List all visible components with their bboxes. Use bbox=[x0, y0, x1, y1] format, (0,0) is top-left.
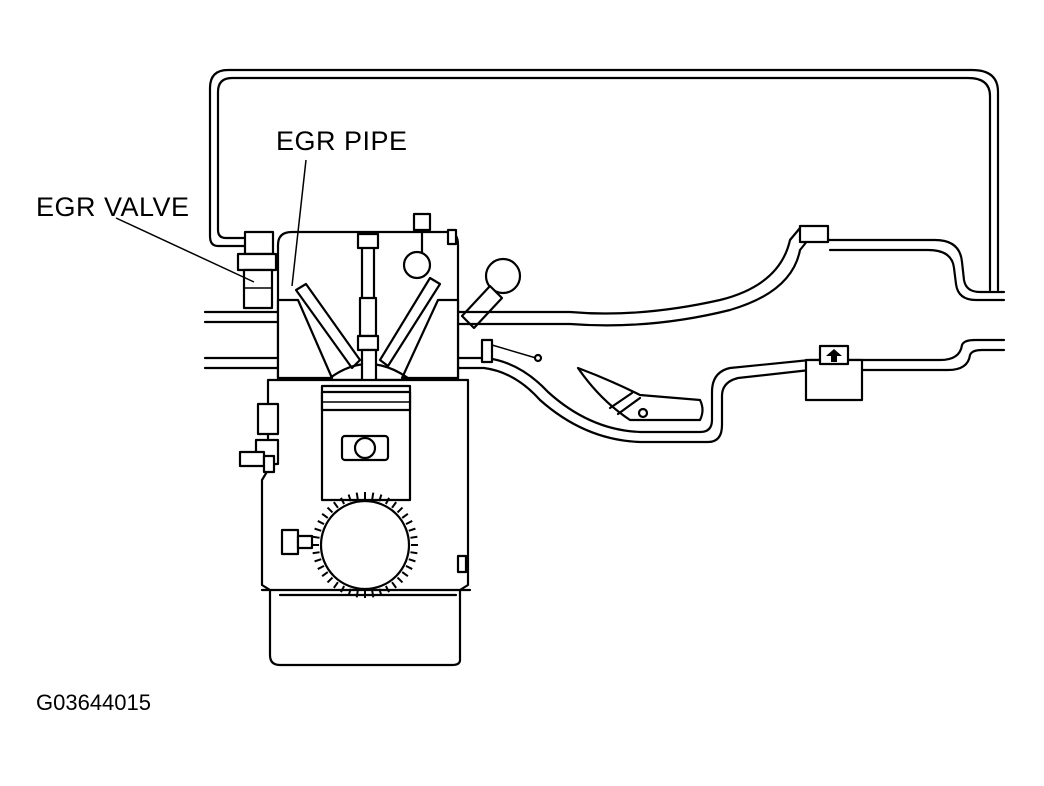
egr-valve-leader bbox=[115, 217, 255, 283]
figure-id: G03644015 bbox=[36, 690, 151, 715]
egr-pipe-label: EGR PIPE bbox=[276, 126, 408, 156]
exhaust-manifold bbox=[456, 224, 1006, 327]
valves-and-injector bbox=[294, 212, 442, 392]
egr-pipe-leader bbox=[291, 159, 307, 287]
block-fittings-left bbox=[238, 402, 468, 574]
intake-runner bbox=[456, 338, 1006, 444]
egr-valve bbox=[236, 230, 278, 310]
egr-valve-label: EGR VALVE bbox=[36, 192, 190, 222]
sensor-box bbox=[804, 344, 864, 402]
sensor-right bbox=[460, 257, 522, 330]
intake-manifold bbox=[203, 310, 280, 370]
crankshaft bbox=[312, 492, 418, 598]
egr-pipe-loop bbox=[208, 68, 1000, 292]
